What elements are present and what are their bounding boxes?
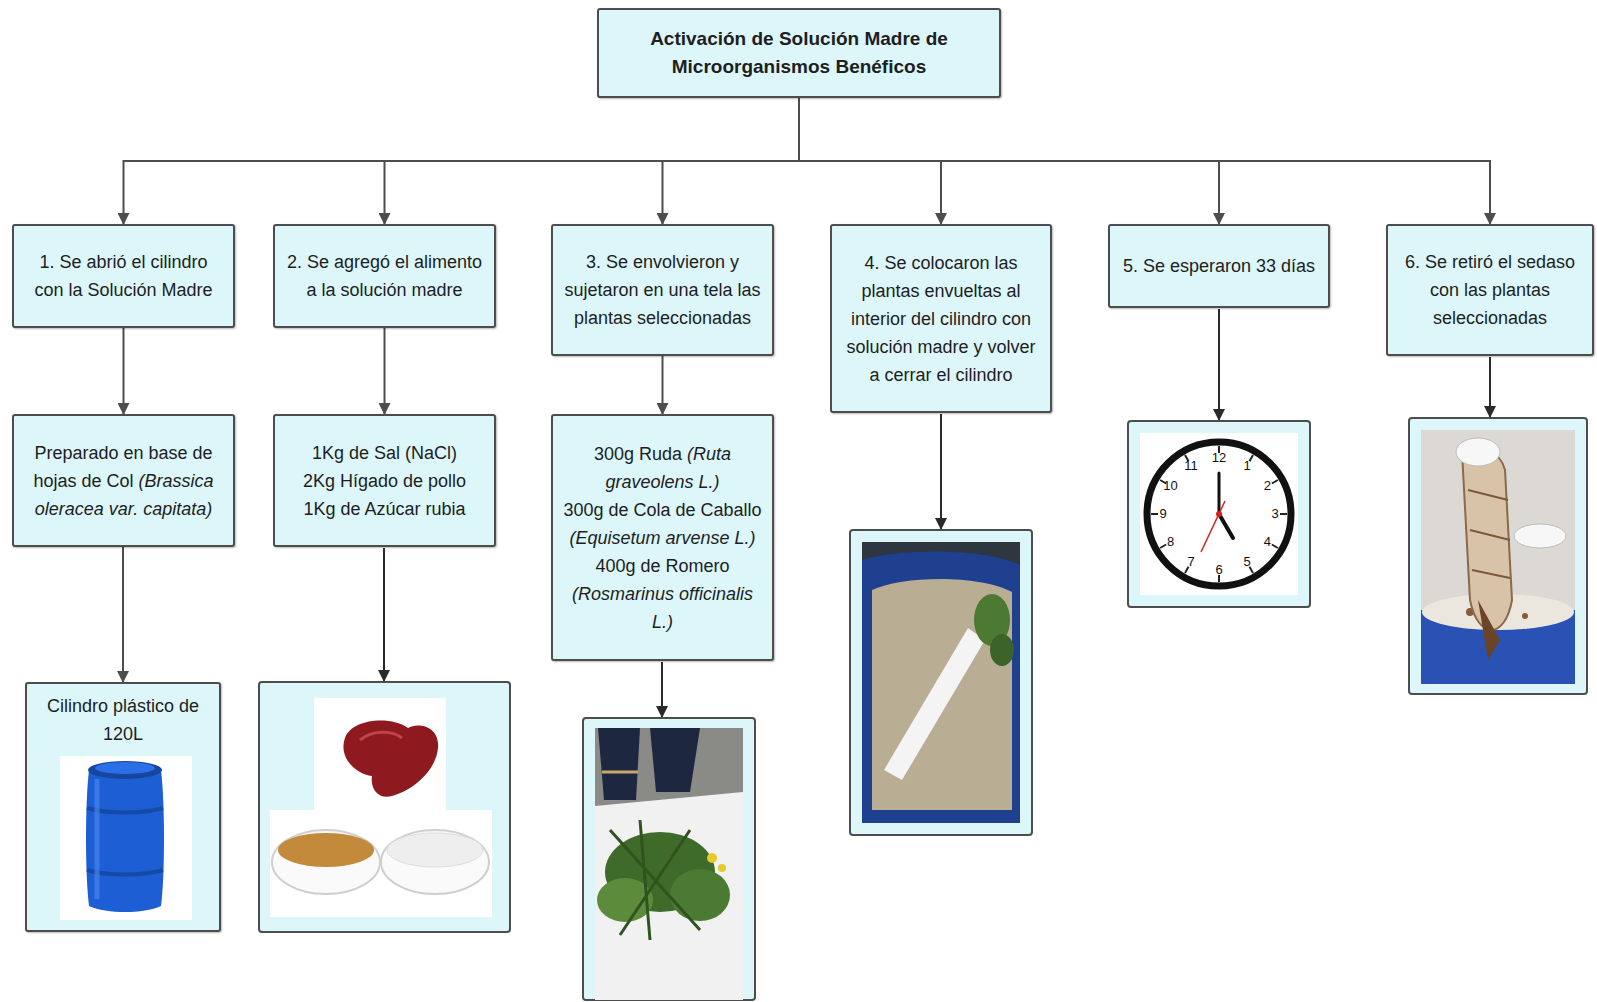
clock-numeral: 5 xyxy=(1236,554,1258,570)
clock-numeral: 9 xyxy=(1152,506,1174,522)
step-box: 2. Se agregó el alimento a la solución m… xyxy=(273,224,496,328)
box-text: 3. Se envolvieron y sujetaron en una tel… xyxy=(563,248,762,332)
title-text: Activación de Solución Madre de Microorg… xyxy=(609,25,989,81)
container-box: Cilindro plástico de 120L xyxy=(25,682,221,932)
clock-numeral: 11 xyxy=(1180,458,1202,474)
connector-arrow xyxy=(385,98,800,224)
clock-numeral: 8 xyxy=(1160,534,1182,550)
detail-box: Preparado en base de hojas de Col (Brass… xyxy=(12,414,235,547)
connector-arrow xyxy=(123,328,125,414)
connector-arrow xyxy=(384,328,386,414)
clock-numeral: 6 xyxy=(1208,562,1230,578)
barrel-illustration xyxy=(27,684,223,934)
clock-picture xyxy=(1128,421,1310,607)
connector-arrow xyxy=(662,356,664,414)
box-text: Cilindro plástico de 120L xyxy=(37,692,209,748)
step-box: 1. Se abrió el cilindro con la Solución … xyxy=(12,224,235,328)
box-text: 6. Se retiró el sedaso con las plantas s… xyxy=(1398,248,1582,332)
box-text: 300g Ruda (Ruta graveolens L.) xyxy=(563,440,762,496)
connector-arrow xyxy=(124,98,800,224)
box-text: 300g de Cola de Caballo (Equisetum arven… xyxy=(563,496,762,552)
connector-arrow xyxy=(663,98,800,224)
barrel-photo xyxy=(850,530,1032,835)
connector-arrow xyxy=(122,547,124,682)
step-box: 4. Se colocaron las plantas envueltas al… xyxy=(830,224,1052,413)
plants-photo xyxy=(583,718,755,1000)
box-text: 2. Se agregó el alimento a la solución m… xyxy=(285,248,484,304)
detail-box: 300g Ruda (Ruta graveolens L.)300g de Co… xyxy=(551,414,774,661)
box-text: 1Kg de Sal (NaCl) xyxy=(285,439,484,467)
bundle-photo xyxy=(1409,418,1587,694)
clock-numeral: 10 xyxy=(1160,478,1182,494)
box-text: 1. Se abrió el cilindro con la Solución … xyxy=(24,248,223,304)
box-text: 5. Se esperaron 33 días xyxy=(1120,252,1318,280)
step-box: 5. Se esperaron 33 días xyxy=(1108,224,1330,308)
clock-numeral: 1 xyxy=(1236,458,1258,474)
box-text: 400g de Romero (Rosmarinus officinalis L… xyxy=(563,552,762,636)
connector-arrow xyxy=(799,98,1490,224)
clock-numeral: 4 xyxy=(1256,534,1278,550)
clock-numeral: 2 xyxy=(1256,478,1278,494)
box-text: Preparado en base de hojas de Col (Brass… xyxy=(24,439,223,523)
box-text: 1Kg de Azúcar rubia xyxy=(285,495,484,523)
box-text: 4. Se colocaron las plantas envueltas al… xyxy=(842,249,1040,389)
title-box: Activación de Solución Madre de Microorg… xyxy=(597,8,1001,98)
detail-box: 1Kg de Sal (NaCl)2Kg Hígado de pollo1Kg … xyxy=(273,414,496,547)
step-box: 6. Se retiró el sedaso con las plantas s… xyxy=(1386,224,1594,356)
clock-numeral: 3 xyxy=(1264,506,1286,522)
clock-numeral: 12 xyxy=(1208,450,1230,466)
step-box: 3. Se envolvieron y sujetaron en una tel… xyxy=(551,224,774,356)
box-text: 2Kg Hígado de pollo xyxy=(285,467,484,495)
food-picture xyxy=(259,682,510,932)
clock-numeral: 7 xyxy=(1180,554,1202,570)
